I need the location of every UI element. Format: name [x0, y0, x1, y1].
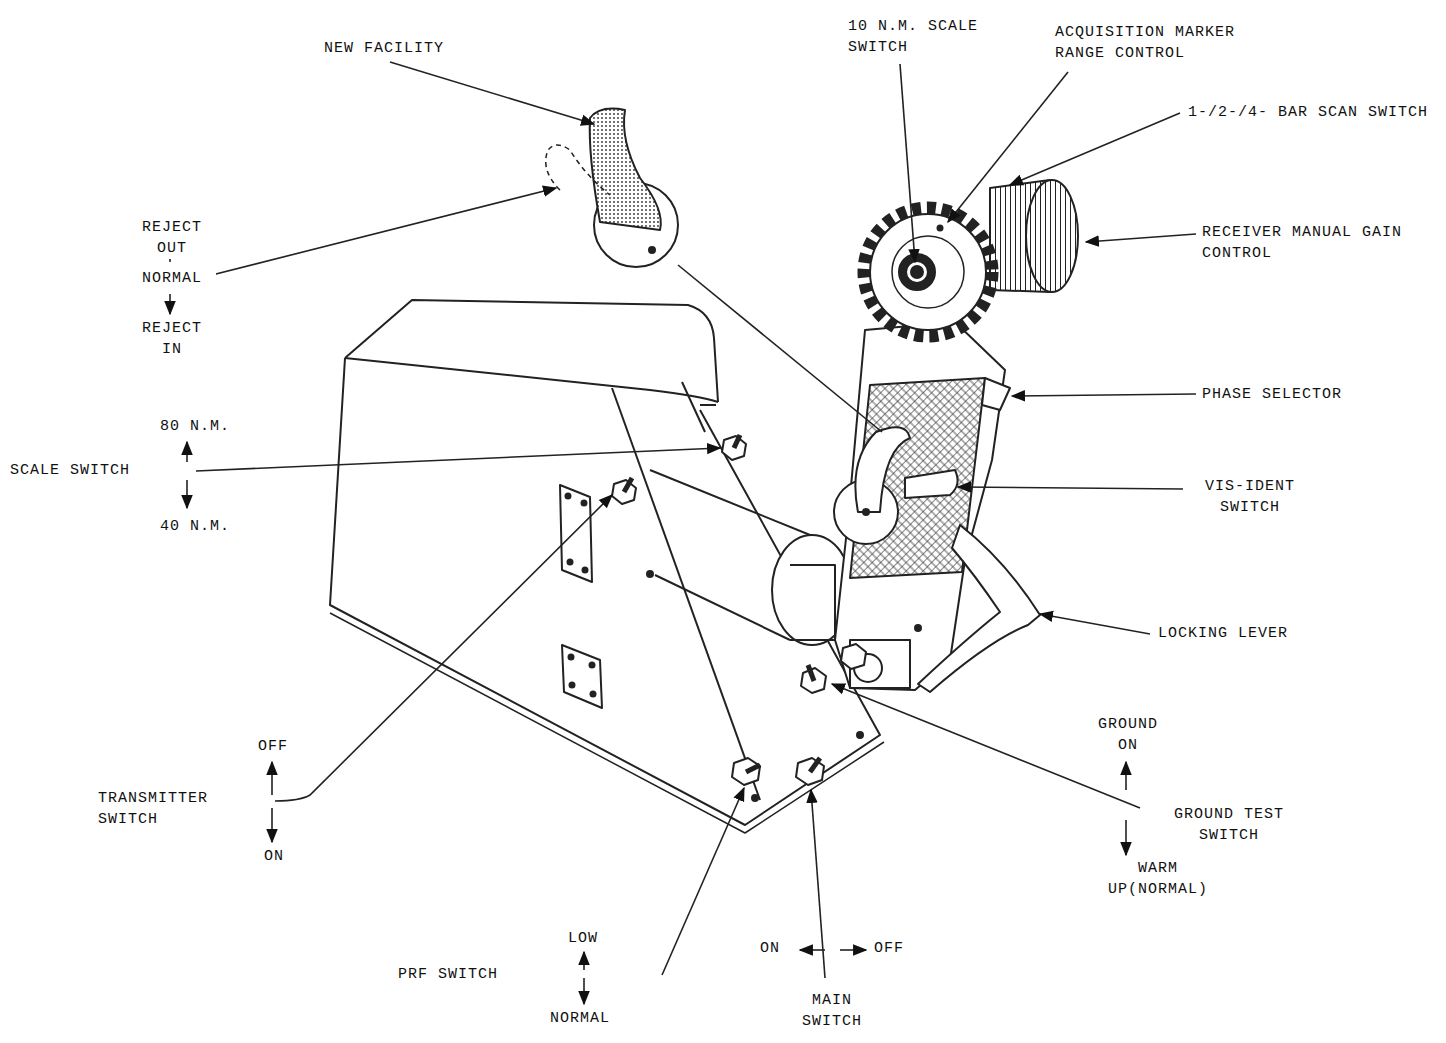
callout-label: 80 N.M.: [158, 416, 232, 437]
callout-label: PHASE SELECTOR: [1200, 384, 1344, 405]
callout-label: REJECT OUT: [128, 217, 216, 259]
callout-label: ON: [262, 846, 286, 867]
callout-label: SCALE SWITCH: [8, 460, 132, 481]
housing: [330, 300, 884, 833]
callout-label: LOCKING LEVER: [1156, 623, 1290, 644]
callout-label: OFF: [256, 736, 290, 757]
callout-label: RECEIVER MANUAL GAIN CONTROL: [1200, 222, 1426, 264]
control-handle: [546, 109, 1078, 692]
callout-label: NORMAL: [548, 1008, 612, 1029]
callout-label: GROUND TEST SWITCH: [1160, 804, 1298, 846]
callout-label: MAIN SWITCH: [788, 990, 876, 1032]
callout-label: 10 N.M. SCALE SWITCH: [846, 16, 998, 58]
callout-label: NEW FACILITY: [322, 38, 446, 59]
callout-label: ON: [758, 938, 782, 959]
position-arrows: [170, 244, 1126, 1004]
callout-label: OFF: [872, 938, 906, 959]
callout-label: PRF SWITCH: [396, 964, 500, 985]
callout-label: VIS-IDENT SWITCH: [1186, 476, 1314, 518]
callout-label: TRANSMITTER SWITCH: [96, 788, 234, 830]
callout-label: ACQUISITION MARKER RANGE CONTROL: [1053, 22, 1257, 64]
callout-label: REJECT IN: [128, 318, 216, 360]
leader-lines: [196, 62, 1196, 978]
callout-label: 40 N.M.: [158, 516, 232, 537]
callout-label: GROUND ON: [1084, 714, 1172, 756]
callout-label: WARM UP(NORMAL): [1098, 858, 1218, 900]
callout-label: NORMAL: [128, 268, 216, 289]
callout-label: 1-/2-/4- BAR SCAN SWITCH: [1186, 102, 1430, 123]
callout-label: LOW: [566, 928, 600, 949]
